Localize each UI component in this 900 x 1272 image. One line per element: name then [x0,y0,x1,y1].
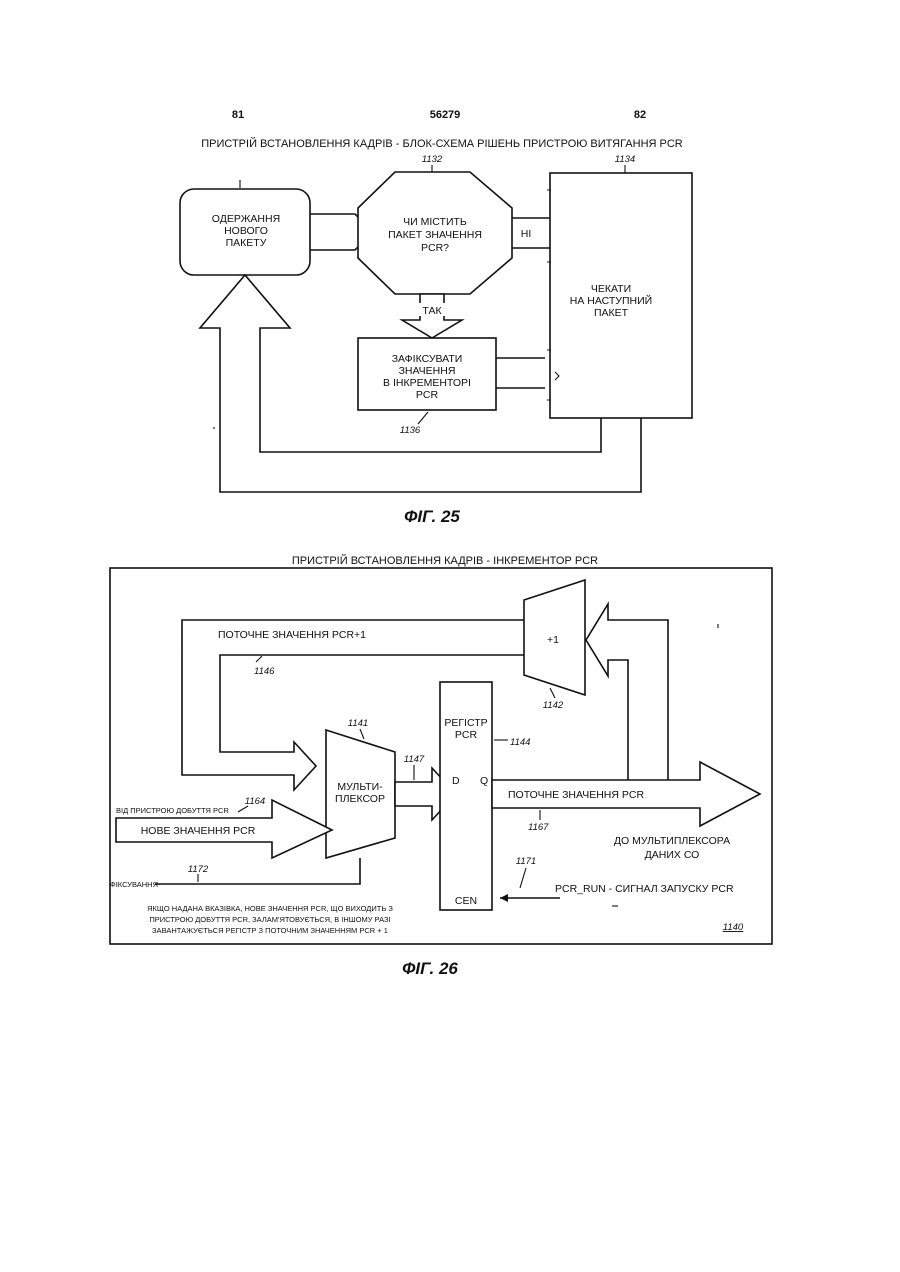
from-device-label: ВІД ПРИСТРОЮ ДОБУТТЯ PCR [116,806,229,815]
q-pin: Q [480,775,488,787]
patent-number: 56279 [430,109,461,121]
mux-line-2: ПЛЕКСОР [335,793,385,805]
ref-1141: 1141 [348,718,368,729]
arrow-fix-to-wait [496,358,545,388]
ref-1167: 1167 [528,822,549,833]
cen-pin: CEN [455,895,477,907]
pcr-run-arrowhead [500,894,508,902]
mux-line-1: МУЛЬТИ- [337,781,383,793]
ref-1136-leader [418,412,428,424]
ref-1140: 1140 [723,922,744,933]
ref-1136: 1136 [400,425,421,436]
register-line-2: PCR [455,729,478,741]
fig25-title: ПРИСТРІЙ ВСТАНОВЛЕННЯ КАДРІВ - БЛОК-СХЕМ… [201,137,683,150]
ref-1146-leader [256,656,262,662]
current-plus-one-label: ПОТОЧНЕ ЗНАЧЕННЯ PCR+1 [218,629,366,641]
fix-control-line [155,858,360,884]
fix-line-1: ЗАФІКСУВАТИ [392,353,463,365]
receive-line-3: ПАКЕТУ [226,237,267,249]
current-value-label: ПОТОЧНЕ ЗНАЧЕННЯ PCR [508,789,644,801]
ref-1146: 1146 [254,666,275,677]
fix-signal-label: ФІКСУВАННЯ [110,880,158,889]
decision-line-3: PCR? [421,242,449,254]
receive-line-2: НОВОГО [224,225,268,237]
ref-1142: 1142 [543,700,564,711]
page-number-right: 82 [634,109,646,121]
yes-label: ТАК [422,305,442,317]
note-line-1: ЯКЩО НАДАНА ВКАЗІВКА, НОВЕ ЗНАЧЕННЯ PCR,… [147,904,393,913]
d-pin: D [452,775,460,787]
register-line-1: РЕГІСТР [444,717,487,729]
figure-26-pcr-incrementor: ПРИСТРІЙ ВСТАНОВЛЕННЯ КАДРІВ - ІНКРЕМЕНТ… [110,554,772,978]
ref-1172: 1172 [188,864,209,875]
arrow-receive-to-decision [310,214,365,250]
figure-25-flowchart: ПРИСТРІЙ ВСТАНОВЛЕННЯ КАДРІВ - БЛОК-СХЕМ… [180,137,692,526]
wait-line-3: ПАКЕТ [594,307,629,319]
arrow-output-to-adder [586,604,668,780]
ref-1132: 1132 [422,154,443,165]
no-label: НІ [521,228,532,240]
fix-line-4: PCR [416,389,439,401]
ref-1171-leader [520,868,526,888]
pcr-run-label: PCR_RUN - СИГНАЛ ЗАПУСКУ PCR [555,883,734,895]
ref-1164: 1164 [245,796,265,807]
fix-line-2: ЗНАЧЕННЯ [399,365,456,377]
receive-line-1: ОДЕРЖАННЯ [212,213,280,225]
ref-1147: 1147 [404,754,425,765]
decision-line-1: ЧИ МІСТИТЬ [403,216,467,228]
fig26-caption: ФІГ. 26 [402,959,458,978]
fig25-caption: ФІГ. 25 [404,507,460,526]
fix-line-3: В ІНКРЕМЕНТОРІ [383,377,471,389]
to-mux-line-2: ДАНИХ СО [645,849,700,861]
plus-one-label: +1 [547,634,559,646]
ref-1144: 1144 [510,737,530,748]
new-value-label: НОВЕ ЗНАЧЕННЯ PCR [141,825,256,837]
decision-line-2: ПАКЕТ ЗНАЧЕННЯ [388,229,482,241]
wait-line-2: НА НАСТУПНИЙ [570,294,652,307]
page-number-left: 81 [232,109,244,121]
ref-1164-leader [238,806,248,812]
ref-1134: 1134 [615,154,635,165]
to-mux-line-1: ДО МУЛЬТИПЛЕКСОРА [614,835,730,847]
wait-line-1: ЧЕКАТИ [591,283,631,295]
note-line-2: ПРИСТРОЮ ДОБУТТЯ PCR, ЗАЛАМ'ЯТОВУЄТЬСЯ, … [149,915,390,924]
fig26-title: ПРИСТРІЙ ВСТАНОВЛЕННЯ КАДРІВ - ІНКРЕМЕНТ… [292,554,598,567]
ref-1142-leader [550,688,555,698]
ref-1141-leader [360,729,364,739]
note-line-3: ЗАВАНТАЖУЄТЬСЯ РЕГІСТР З ПОТОЧНИМ ЗНАЧЕН… [152,926,388,935]
ref-1171: 1171 [516,856,536,867]
